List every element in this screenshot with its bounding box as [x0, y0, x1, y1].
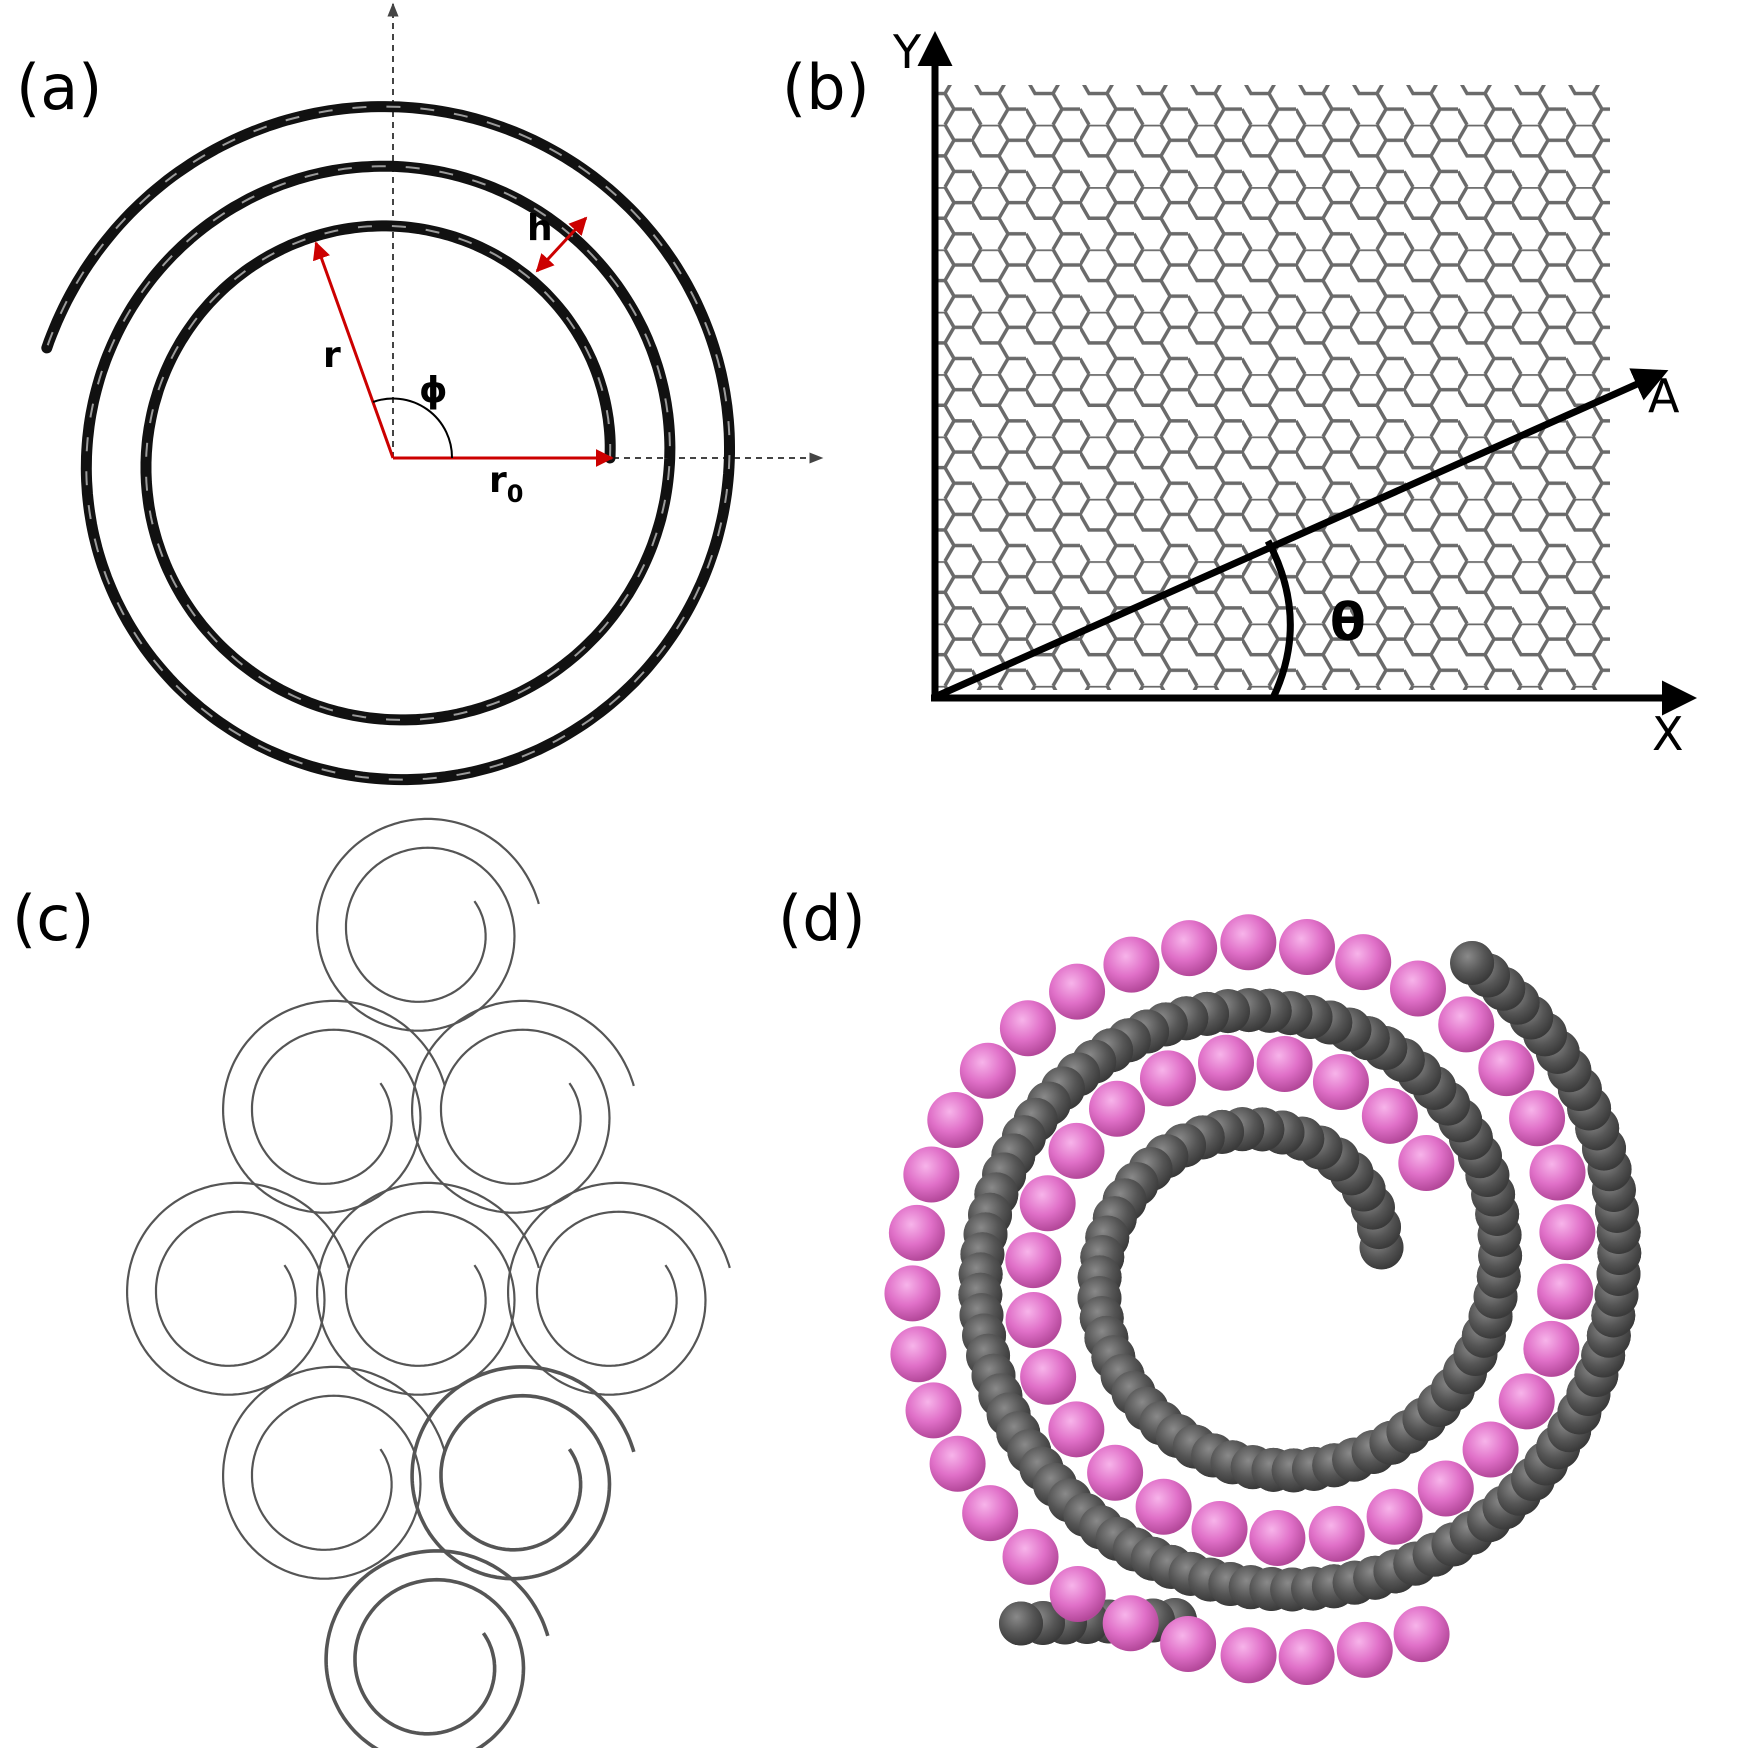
h-vector — [535, 216, 588, 273]
guest-atom — [1278, 919, 1335, 976]
guest-atom — [1089, 1080, 1146, 1137]
guest-atom — [1278, 1628, 1335, 1685]
guest-atom — [1139, 1050, 1196, 1107]
guest-atom — [1537, 1263, 1594, 1320]
guest-atom — [1191, 1501, 1248, 1558]
guest-atom — [1523, 1320, 1580, 1377]
guest-atom — [1048, 1401, 1105, 1458]
guest-atom — [1019, 1175, 1076, 1232]
guest-atom — [884, 1265, 941, 1322]
guest-atom — [1049, 963, 1106, 1020]
guest-atom — [1438, 996, 1495, 1053]
guest-atom — [1398, 1135, 1455, 1192]
guest-atom — [1539, 1204, 1596, 1261]
guest-atom — [962, 1485, 1019, 1542]
guest-atom — [1102, 1595, 1159, 1652]
spiral-bond-texture — [45, 105, 731, 781]
y-axis-label: Y — [892, 25, 922, 79]
guest-atom — [1048, 1122, 1105, 1179]
mini-spiral-9 — [324, 1549, 550, 1748]
phi-symbol: ϕ — [419, 370, 448, 411]
guest-atom — [1005, 1291, 1062, 1348]
guest-atom — [1336, 1621, 1393, 1678]
guest-atom — [1312, 1053, 1369, 1110]
guest-atom — [1498, 1373, 1555, 1430]
guest-atom — [1135, 1478, 1192, 1535]
guest-atom — [1389, 960, 1446, 1017]
guest-atom — [929, 1435, 986, 1492]
mini-spiral-1 — [316, 817, 540, 1032]
guest-atom — [1103, 936, 1160, 993]
guest-atom — [1335, 934, 1392, 991]
spiral-array — [126, 817, 731, 1748]
graphene-lattice — [935, 85, 1610, 690]
guest-atom — [1393, 1606, 1450, 1663]
mini-spiral-2 — [222, 999, 446, 1214]
intercalated-guest-atoms — [884, 914, 1596, 1685]
panel-a: (a) r ϕ h r0 — [16, 2, 824, 786]
mini-spiral-7 — [222, 1365, 446, 1580]
guest-atom — [1256, 1036, 1313, 1093]
panel-d: (d) — [778, 882, 1642, 1685]
panel-c-label: (c) — [12, 882, 94, 955]
guest-atom — [1462, 1421, 1519, 1478]
guest-atom — [1478, 1040, 1535, 1097]
guest-atom — [888, 1204, 945, 1261]
phi-angle-arc — [372, 397, 454, 459]
guest-atom — [1361, 1087, 1418, 1144]
mini-spiral-6 — [507, 1181, 731, 1396]
panel-b-label: (b) — [782, 51, 870, 124]
guest-atom — [999, 1000, 1056, 1057]
panel-a-label: (a) — [16, 51, 102, 124]
guest-atom — [1249, 1509, 1306, 1566]
panel-c: (c) — [12, 817, 731, 1748]
x-axis-label: X — [1652, 707, 1684, 761]
guest-atom — [1198, 1034, 1255, 1091]
theta-symbol: θ — [1330, 593, 1366, 653]
guest-atom — [903, 1146, 960, 1203]
guest-atom — [1529, 1144, 1586, 1201]
guest-atom — [1366, 1488, 1423, 1545]
guest-atom — [1020, 1348, 1077, 1405]
r0-symbol: r0 — [489, 460, 523, 508]
guest-atom — [1005, 1232, 1062, 1289]
r-symbol: r — [323, 335, 341, 376]
guest-atom — [1002, 1528, 1059, 1585]
guest-atom — [890, 1326, 947, 1383]
h-symbol: h — [527, 208, 553, 249]
guest-atom — [927, 1092, 984, 1149]
a-axis-label: A — [1648, 369, 1680, 423]
guest-atom — [1049, 1565, 1106, 1622]
guest-atom — [1509, 1090, 1566, 1147]
mini-spiral-5 — [316, 1181, 540, 1396]
guest-atom — [959, 1042, 1016, 1099]
guest-atom — [905, 1382, 962, 1439]
guest-atom — [1160, 1615, 1217, 1672]
guest-atom — [1087, 1444, 1144, 1501]
carbon-atom — [1450, 940, 1495, 985]
guest-atom — [1220, 914, 1277, 971]
carbon-atom — [999, 1601, 1043, 1646]
mini-spiral-3 — [411, 999, 635, 1214]
mini-spiral-8 — [410, 1365, 636, 1581]
theta-angle-arc — [1264, 539, 1294, 700]
mini-spiral-4 — [126, 1181, 350, 1396]
panel-d-label: (d) — [778, 882, 866, 955]
guest-atom — [1220, 1627, 1277, 1684]
panel-b: (b) Y X A θ — [782, 25, 1697, 761]
a-direction-axis — [935, 368, 1669, 700]
guest-atom — [1308, 1505, 1365, 1562]
guest-atom — [1161, 920, 1218, 977]
guest-atom — [1417, 1460, 1474, 1517]
carbon-scroll-atoms — [958, 940, 1642, 1646]
r-vector — [312, 241, 395, 459]
